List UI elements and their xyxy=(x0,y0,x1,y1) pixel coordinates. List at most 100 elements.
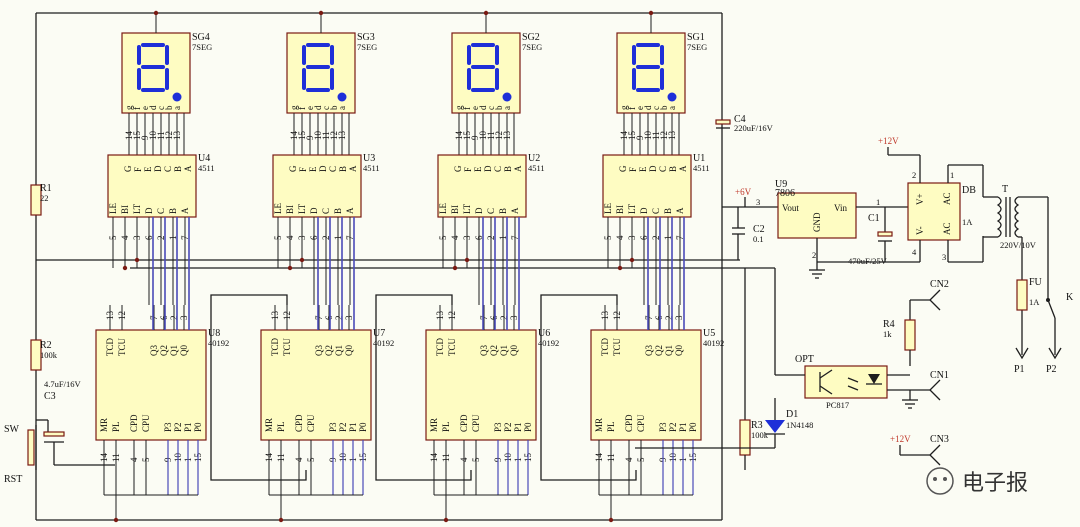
counter-top-pin: Q3 xyxy=(149,345,159,356)
decoder-bottom-pin: LT xyxy=(297,203,307,214)
opt-ref: OPT xyxy=(795,354,814,365)
decoder-bottom-pin: D xyxy=(474,207,484,214)
p2-ref: P2 xyxy=(1046,364,1057,375)
counter-top-pin: TCD xyxy=(270,337,280,356)
counter-bottom-pin: P3 xyxy=(493,422,503,432)
power-supply: +6V 3 C2 0.1 U9 7806 Vout Vin GND 2 1 C1… xyxy=(722,136,1074,375)
counter-ref: U7 xyxy=(373,328,385,339)
d1-ref: D1 xyxy=(786,409,798,420)
segment-pin-label: c xyxy=(651,106,661,110)
decoder-bottom-pin: A xyxy=(510,207,520,214)
decoder-top-pin: D xyxy=(648,165,658,172)
db-ref: DB xyxy=(962,185,976,196)
display-ref: SG3 xyxy=(357,32,375,43)
counter-bottom-pin: MR xyxy=(99,418,109,432)
db-value: 1A xyxy=(962,217,973,227)
r1-value: 22 xyxy=(40,193,49,203)
plus-12v-top-label: +12V xyxy=(878,136,899,146)
decoder-bottom-pin: BI xyxy=(615,205,625,214)
db-pin3: 3 xyxy=(942,252,946,262)
counter-bottom-pin: P2 xyxy=(338,422,348,432)
decoder-top-pin: B xyxy=(668,166,678,172)
c3-ref: C3 xyxy=(44,391,56,402)
segment-bar xyxy=(141,43,165,47)
plus-12v-bottom-label: +12V xyxy=(890,434,911,444)
decoder-part: 4511 xyxy=(693,163,710,173)
carry-link xyxy=(375,294,472,481)
segment-pin-label: d xyxy=(148,105,158,110)
u9-pin1: 1 xyxy=(876,197,880,207)
segment-pin-label: b xyxy=(494,105,504,110)
counter-top-pin: TCU xyxy=(612,337,622,356)
sw-label: RST xyxy=(4,474,22,485)
counter-bottom-pin: P0 xyxy=(523,422,533,432)
counter-top-pin: TCD xyxy=(600,337,610,356)
counter-top-pin: Q3 xyxy=(314,345,324,356)
segment-bar xyxy=(471,65,495,69)
segment-bar xyxy=(636,88,660,92)
decoder-bottom-pin: D xyxy=(144,207,154,214)
decoder-top-pin: B xyxy=(173,166,183,172)
k-ref: K xyxy=(1066,292,1074,303)
p1-ref: P1 xyxy=(1014,364,1025,375)
db-vminus: V- xyxy=(915,226,925,235)
segment-bar xyxy=(137,68,141,90)
db-ac1: AC xyxy=(942,192,952,205)
decoder-top-pin: F xyxy=(298,167,308,172)
counter-ic xyxy=(95,329,207,441)
opt-part: PC817 xyxy=(826,400,849,410)
segment-bar xyxy=(495,68,499,90)
decoder-ic xyxy=(437,154,527,218)
counter-ic xyxy=(590,329,702,441)
counter-part: 40192 xyxy=(208,338,229,348)
segment-pin-label: g xyxy=(454,105,464,110)
decoder-part: 4511 xyxy=(198,163,215,173)
segment-bar xyxy=(302,45,306,65)
counter-top-pin: TCD xyxy=(105,337,115,356)
counter-bottom-pin: P1 xyxy=(348,422,358,432)
db-vplus: V+ xyxy=(915,193,925,205)
segment-pin-label: c xyxy=(156,106,166,110)
r2-value: 100k xyxy=(40,350,58,360)
segment-pin-label: d xyxy=(643,105,653,110)
counter-bottom-pin: P2 xyxy=(173,422,183,432)
counter-top-pin: Q1 xyxy=(499,345,509,356)
r2-resistor: R2 100k xyxy=(30,339,58,371)
decoder-bottom-pin: D xyxy=(639,207,649,214)
counter-part: 40192 xyxy=(538,338,559,348)
u9-pin2: 2 xyxy=(812,250,816,260)
segment-pin-label: b xyxy=(329,105,339,110)
segment-bar xyxy=(471,43,495,47)
segment-bar xyxy=(467,68,471,90)
decoder-top-pin: E xyxy=(473,166,483,172)
watermark-text: 电子报 xyxy=(962,471,1028,496)
counter-part: 40192 xyxy=(703,338,724,348)
segment-pin-label: e xyxy=(140,106,150,110)
decoder-top-pin: G xyxy=(453,165,463,172)
counter-bottom-pin: PL xyxy=(606,421,616,432)
segment-pin-label: e xyxy=(470,106,480,110)
segment-bar xyxy=(330,68,334,90)
display-type: 7SEG xyxy=(522,42,542,52)
r4-ref: R4 xyxy=(883,319,895,330)
counter-bottom-pin: P1 xyxy=(678,422,688,432)
segment-bar xyxy=(660,45,664,65)
decoder-top-pin: C xyxy=(493,166,503,172)
decoder-bottom-pin: LT xyxy=(132,203,142,214)
counter-ref: U8 xyxy=(208,328,220,339)
decoder-top-pin: F xyxy=(628,167,638,172)
c2-value: 0.1 xyxy=(753,234,764,244)
decoder-bottom-pin: LT xyxy=(462,203,472,214)
cn2-ref: CN2 xyxy=(930,279,949,290)
db-pin1: 1 xyxy=(950,170,954,180)
c2-ref: C2 xyxy=(753,224,765,235)
counter-part: 40192 xyxy=(373,338,394,348)
counter-top-pin: Q0 xyxy=(674,345,684,356)
counter-bottom-pin: MR xyxy=(429,418,439,432)
segment-bar xyxy=(306,88,330,92)
segment-pin-label: a xyxy=(502,106,512,110)
decimal-point xyxy=(667,92,677,102)
